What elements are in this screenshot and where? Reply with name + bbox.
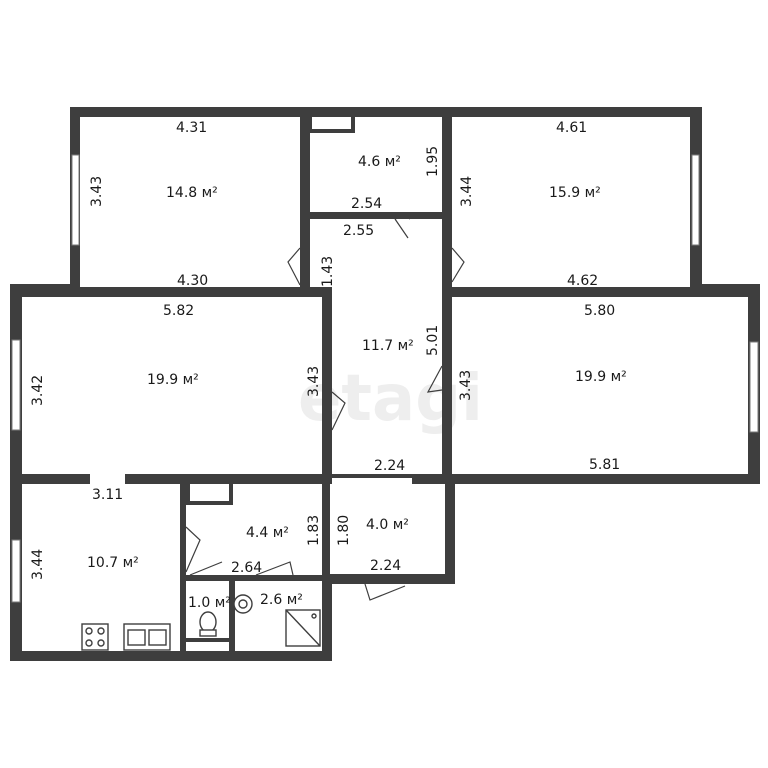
wall-midleft-top	[10, 287, 332, 297]
window-kitchen	[11, 539, 21, 603]
wall-hall-bottom	[186, 575, 332, 581]
wall-midleft-bottom-a	[10, 474, 90, 484]
wall-corridor-bottom	[332, 474, 452, 478]
area-top-left: 14.8 м²	[166, 185, 218, 201]
wall-topleft-right	[300, 107, 310, 291]
area-mid-right: 19.9 м²	[575, 369, 627, 385]
wall-midleft-bottom-b	[125, 474, 332, 484]
dim-corridor-bottom: 2.24	[374, 458, 405, 474]
dim-top-mid-bottom: 2.54	[351, 196, 382, 212]
wall-midleft-right	[322, 287, 332, 477]
windows	[11, 154, 759, 603]
toilet-icon	[199, 611, 217, 637]
window-mid-right	[749, 341, 759, 433]
dim-top-left-top: 4.31	[176, 120, 207, 136]
dim-kitchen-side: 3.44	[30, 549, 46, 580]
wall-small-room-bottom	[305, 212, 447, 219]
dim-top-left-bottom: 4.30	[177, 273, 208, 289]
dim-hall-bottom: 2.64	[231, 560, 262, 576]
door-small-room	[394, 216, 411, 239]
dim-top-right-top: 4.61	[556, 120, 587, 136]
area-bath: 2.6 м²	[260, 592, 303, 608]
dim-mid-left-right: 3.43	[306, 366, 322, 397]
stove-icon	[81, 623, 109, 651]
wall-midright-left	[442, 287, 452, 484]
dim-top-right-bottom: 4.62	[567, 273, 598, 289]
wall-shaft-left	[308, 117, 312, 133]
dim-mid-right-side: 3.43	[458, 370, 474, 401]
dim-mid-right-bottom: 5.81	[589, 457, 620, 473]
window-top-right	[691, 154, 700, 246]
wall-bath-right	[322, 574, 332, 661]
door-entry	[364, 583, 406, 601]
dim-corridor-left: 1.43	[320, 256, 336, 287]
wall-topright-left	[442, 107, 452, 291]
dim-top-right-side: 3.44	[459, 176, 475, 207]
door-mid-right	[426, 365, 443, 393]
dim-hall-side: 1.83	[306, 515, 322, 546]
dim-kitchen-top: 3.11	[92, 487, 123, 503]
wall-wc-right	[229, 575, 235, 661]
area-wc: 1.0 м²	[188, 595, 231, 611]
window-mid-left	[11, 339, 21, 431]
door-bath	[255, 561, 294, 576]
area-top-right: 15.9 м²	[549, 185, 601, 201]
dim-mid-right-top: 5.80	[584, 303, 615, 319]
dim-entry-side: 1.80	[336, 515, 352, 546]
dim-corridor-top: 2.55	[343, 223, 374, 239]
dim-top-left-side: 3.43	[89, 176, 105, 207]
door-wc	[189, 561, 223, 576]
sink-icon	[123, 623, 171, 651]
wall-entry-right	[445, 474, 455, 584]
area-corridor: 11.7 м²	[362, 338, 414, 354]
dim-entry-bottom: 2.24	[370, 558, 401, 574]
area-hall: 4.4 м²	[246, 525, 289, 541]
wall-hall-right	[322, 484, 330, 574]
wall-hall-shaft-right	[229, 484, 233, 504]
area-entry: 4.0 м²	[366, 517, 409, 533]
area-top-mid: 4.6 м²	[358, 154, 401, 170]
wall-shaft-right	[351, 117, 355, 133]
window-top-left	[71, 154, 80, 246]
doors	[185, 216, 465, 601]
door-top-left	[287, 247, 301, 286]
wall-hall-shaft-left	[186, 484, 190, 504]
wall-wc-bottom	[186, 638, 232, 642]
dim-mid-left-side: 3.42	[30, 375, 46, 406]
wall-hall-shaft-bottom	[186, 501, 233, 505]
dim-corridor-right: 5.01	[425, 325, 441, 356]
door-mid-left	[331, 391, 346, 431]
dim-mid-left-top: 5.82	[163, 303, 194, 319]
door-kitchen	[185, 526, 201, 573]
labels: 4.31 3.43 14.8 м² 4.30 4.6 м² 1.95 2.54 …	[30, 120, 627, 611]
washbasin-icon	[233, 594, 253, 614]
wall-bottom-left	[10, 651, 332, 661]
wall-entry-bottom	[322, 574, 455, 584]
dim-top-mid-side: 1.95	[425, 146, 441, 177]
wall-kitchen-right	[180, 484, 186, 661]
wall-top	[70, 107, 702, 117]
area-mid-left: 19.9 м²	[147, 372, 199, 388]
wall-shaft-bottom	[308, 129, 355, 133]
shower-icon	[285, 609, 321, 647]
fixtures	[81, 594, 321, 651]
wall-bottom-right	[412, 474, 760, 484]
door-top-right	[451, 247, 465, 283]
area-kitchen: 10.7 м²	[87, 555, 139, 571]
wall-midright-top	[442, 287, 760, 297]
